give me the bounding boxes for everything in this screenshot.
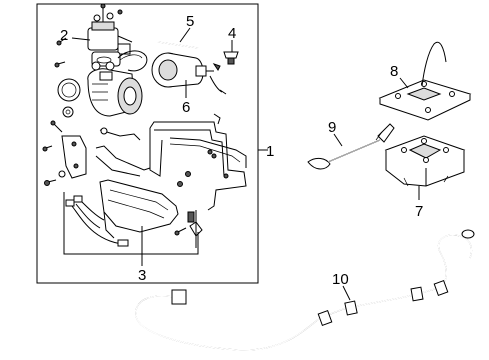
gasket-plate xyxy=(57,78,81,118)
compressor-pump xyxy=(87,50,148,117)
leader-lines xyxy=(63,27,268,266)
assembly-frame xyxy=(36,3,259,284)
part-5-hose xyxy=(157,41,199,49)
callout-5: 5 xyxy=(186,13,194,30)
callout-6: 6 xyxy=(182,99,190,116)
mounting-bracket xyxy=(149,113,247,211)
part-10-hose-line xyxy=(135,229,475,351)
part-2-valve-body xyxy=(87,3,133,55)
callout-1: 1 xyxy=(266,143,274,160)
leader-lines-outer xyxy=(333,77,420,200)
part-8-mount-pad xyxy=(378,41,472,121)
wiring-harness xyxy=(65,195,203,248)
part-4-fitting xyxy=(223,51,239,65)
callout-4: 4 xyxy=(228,25,236,42)
callout-9: 9 xyxy=(328,119,336,136)
part-9-tool xyxy=(307,123,395,170)
callout-2: 2 xyxy=(60,27,68,44)
callout-3: 3 xyxy=(138,267,146,284)
callout-8: 8 xyxy=(390,63,398,80)
part-6-dryer xyxy=(151,52,227,95)
callout-10: 10 xyxy=(332,271,349,288)
left-bracket xyxy=(50,120,151,179)
callout-7: 7 xyxy=(415,203,423,220)
hardware-bolts-top xyxy=(54,37,67,68)
part-3-shield xyxy=(99,179,179,239)
part-7-block xyxy=(384,135,466,187)
hardware-small xyxy=(42,145,217,236)
